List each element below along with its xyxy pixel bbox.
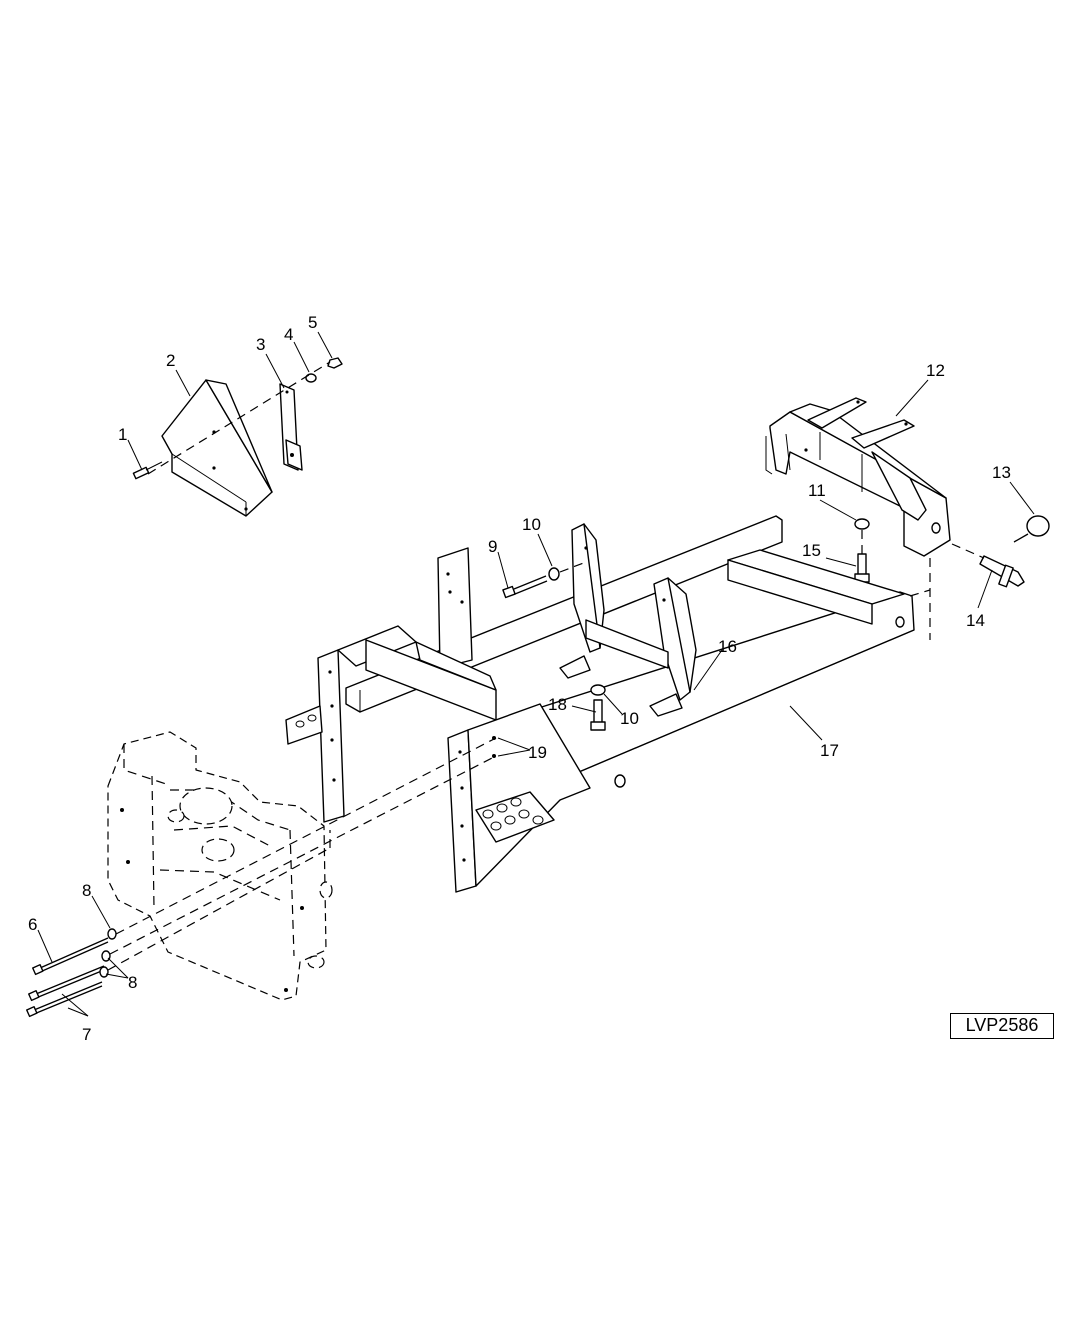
part-14-hitch-pin [979,555,1025,588]
callout-16: 16 [718,637,737,656]
part-11-washer [854,518,870,530]
tractor-front-frame-ghost [107,731,333,1001]
callout-4: 4 [284,325,293,344]
part-17-drawbar-frame [285,515,915,893]
part-3-bracket [279,383,303,471]
callout-9: 9 [488,537,497,556]
assembly-lines-frame [107,558,931,971]
part-4-washer [305,373,317,383]
part-7-long-bolts [26,965,105,1018]
callout-18: 18 [548,695,567,714]
assembly-line-9-10 [559,561,587,573]
part-15-bolt [854,553,870,583]
callout-labels: 1 2 3 4 5 6 7 8 8 9 10 10 11 12 13 14 15… [28,313,1011,1044]
callout-6: 6 [28,915,37,934]
part-1-bolt [132,461,163,480]
callout-15: 15 [802,541,821,560]
callout-3: 3 [256,335,265,354]
callout-8-lower: 8 [128,973,137,992]
callout-19: 19 [528,743,547,762]
assembly-line-emblem [147,361,331,475]
callout-7: 7 [82,1025,91,1044]
part-10-washer-lower [590,684,606,696]
callout-12: 12 [926,361,945,380]
part-16-center-uprights [559,523,697,717]
part-10-washer-upper [548,567,560,581]
assembly-line-13-14 [951,543,985,559]
callout-5: 5 [308,313,317,332]
callout-13: 13 [992,463,1011,482]
part-2-smv-emblem [161,379,273,517]
figure-reference-code: LVP2586 [950,1013,1054,1039]
callout-14: 14 [966,611,985,630]
leader-lines [37,331,1035,1017]
part-12-hitch-bracket [765,397,951,557]
callout-10-upper: 10 [522,515,541,534]
part-13-lynch-pin [1013,515,1050,543]
part-5-nut [327,357,343,369]
callout-10-lower: 10 [620,709,639,728]
callout-1: 1 [118,425,127,444]
part-18-bolt [590,699,606,731]
callout-2: 2 [166,351,175,370]
part-6-long-bolt [32,937,109,976]
callout-8-upper: 8 [82,881,91,900]
callout-17: 17 [820,741,839,760]
part-9-bolt [502,575,548,599]
callout-11: 11 [808,481,826,500]
